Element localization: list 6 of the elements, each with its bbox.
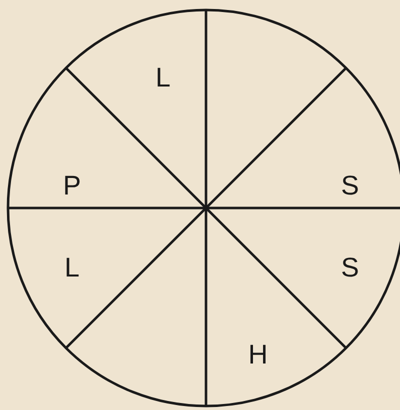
sector-letter: S bbox=[341, 254, 359, 282]
sector-letter: S bbox=[341, 172, 359, 200]
sector-letter: L bbox=[64, 254, 80, 282]
sector-letter: L bbox=[155, 64, 171, 92]
sector-letter: P bbox=[63, 172, 81, 200]
sector-letter: H bbox=[248, 342, 268, 368]
